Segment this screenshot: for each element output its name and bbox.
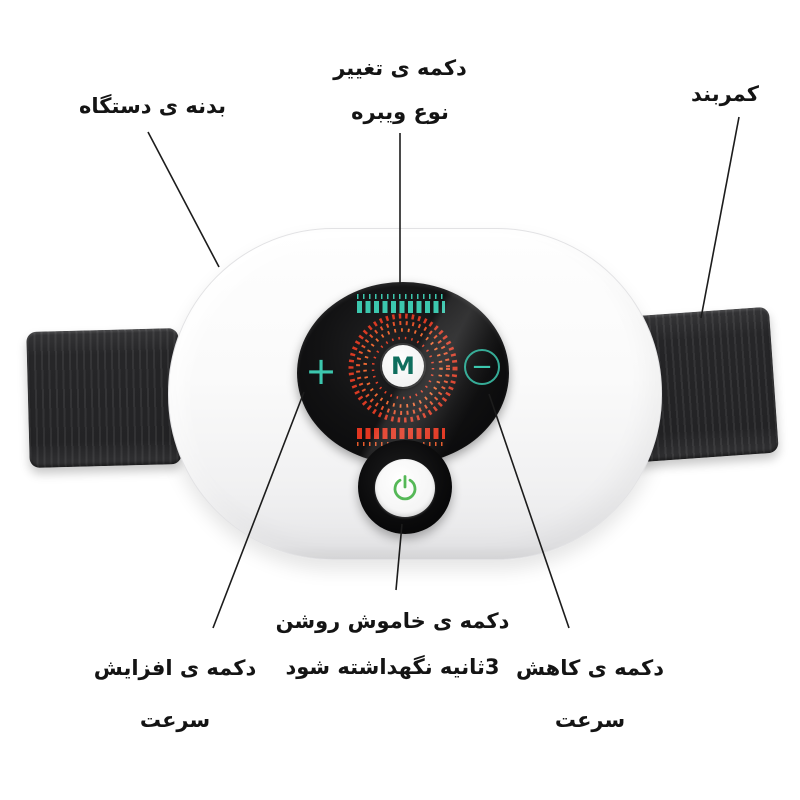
- label-increase-line1: دکمه ی افزایش: [93, 656, 257, 680]
- label-power-button: دکمه ی خاموش روشن 3ثانیه نگهداشته شود: [275, 598, 510, 690]
- label-power-line2: 3ثانیه نگهداشته شود: [285, 655, 500, 679]
- intensity-bar-bottom: [357, 428, 445, 439]
- label-decrease-line2: سرعت: [554, 708, 626, 732]
- label-decrease-speed: دکمه ی کاهش سرعت: [490, 642, 690, 746]
- label-device-body: بدنه ی دستگاه: [79, 94, 226, 118]
- power-button-housing: [358, 440, 452, 534]
- plus-button: +: [305, 349, 337, 393]
- belt-strap-left: [26, 328, 182, 468]
- mode-button-label: M: [391, 352, 415, 380]
- control-panel: M + −: [297, 282, 509, 464]
- mode-button: M: [382, 345, 424, 387]
- intensity-scale-top-ticks: [357, 294, 445, 299]
- dial-tick-rings: [348, 313, 458, 423]
- label-belt: کمربند: [691, 82, 759, 106]
- label-power-line1: دکمه ی خاموش روشن: [275, 609, 510, 633]
- intensity-bar-top: [357, 301, 445, 313]
- power-icon: [393, 475, 417, 501]
- power-button: [375, 459, 435, 517]
- minus-button-label: −: [471, 352, 493, 382]
- label-decrease-line1: دکمه ی کاهش: [515, 656, 664, 680]
- minus-button: −: [464, 349, 500, 385]
- label-increase-line2: سرعت: [139, 708, 211, 732]
- label-mode-button: دکمه ی تغییر نوع ویبره: [300, 46, 500, 134]
- label-increase-speed: دکمه ی افزایش سرعت: [75, 642, 275, 746]
- label-mode-line1: دکمه ی تغییر: [333, 56, 467, 80]
- label-mode-line2: نوع ویبره: [351, 100, 449, 124]
